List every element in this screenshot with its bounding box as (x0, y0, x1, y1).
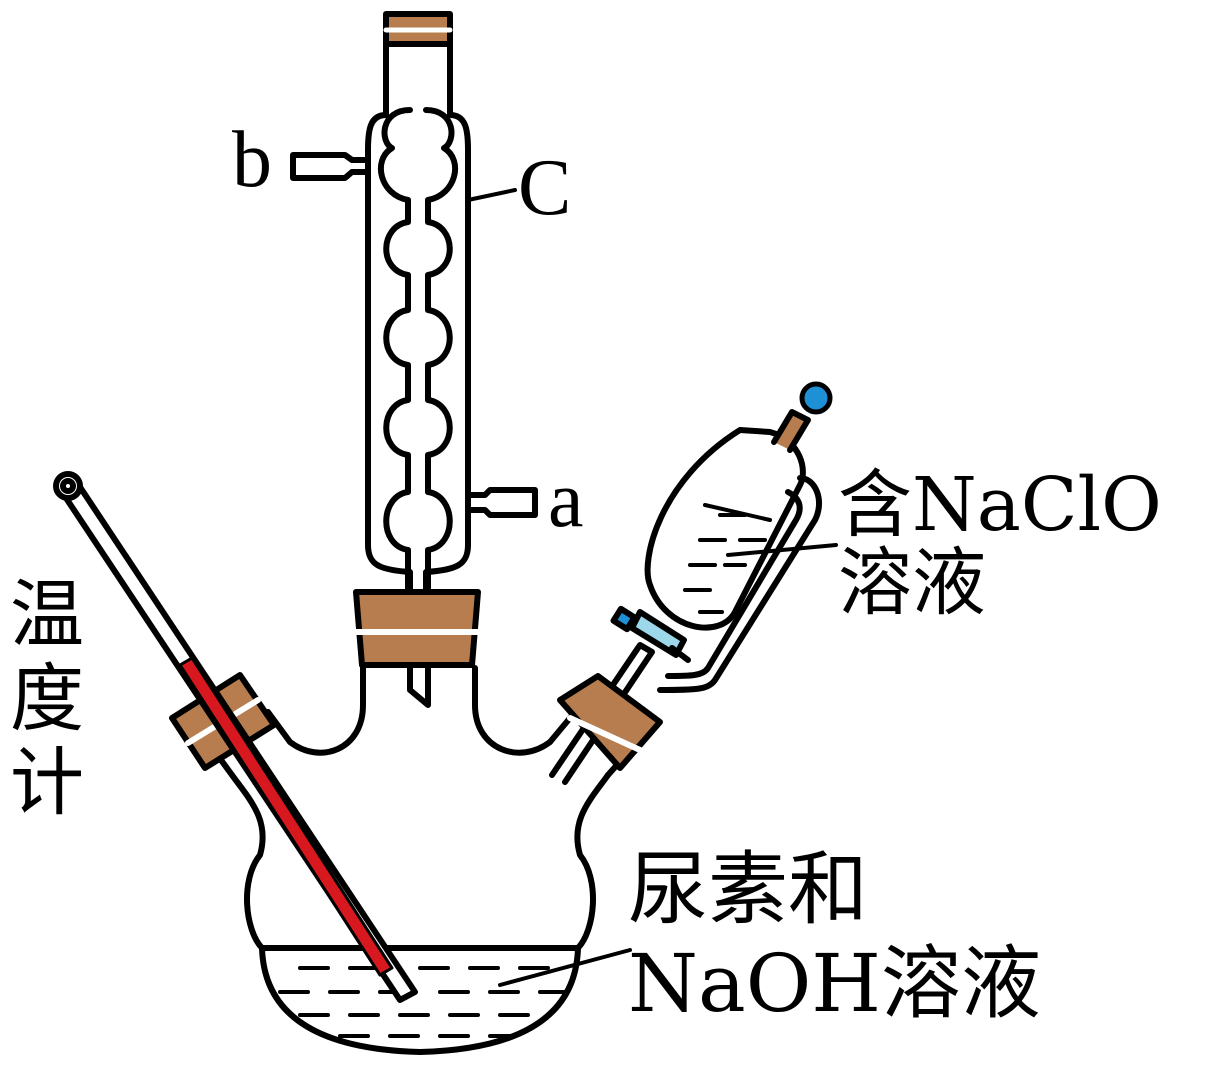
three-neck-flask-icon (229, 665, 611, 1055)
flask-label-line-1: 尿素和 (628, 843, 868, 936)
port-a-tube (465, 487, 538, 518)
funnel-label-line-1: 含NaClO (838, 462, 1162, 548)
flask-solution-label: 尿素和 NaOH溶液 (628, 850, 1041, 1024)
bulb-condenser-icon (290, 11, 538, 708)
thermometer-label-char-2: 度 (10, 656, 84, 742)
thermometer-icon (53, 471, 418, 1003)
port-b-tube (290, 152, 371, 181)
flask-bottom (259, 945, 581, 1055)
label-c-leader (466, 188, 517, 202)
flask-body (229, 665, 611, 951)
flask-label-leader (498, 948, 632, 987)
port-a-label: a (548, 456, 584, 544)
thermometer-label-char-3: 计 (10, 740, 84, 826)
thermometer-label-char-1: 温 (10, 572, 84, 658)
thermometer-label: 温 度 计 (10, 578, 84, 820)
flask-liquid (262, 948, 578, 1050)
flask-label-line-2: NaOH溶液 (628, 937, 1042, 1030)
port-b-label: b (232, 116, 272, 204)
condenser-c-label: C (518, 144, 572, 232)
pressure-equalizing-dropping-funnel-icon (547, 381, 838, 785)
stopper-knob (799, 381, 833, 415)
funnel-label-line-2: 溶液 (838, 540, 986, 626)
funnel-label-leader (726, 543, 838, 557)
center-stopper (353, 589, 481, 668)
funnel-solution-label: 含NaClO 溶液 (838, 468, 1162, 620)
